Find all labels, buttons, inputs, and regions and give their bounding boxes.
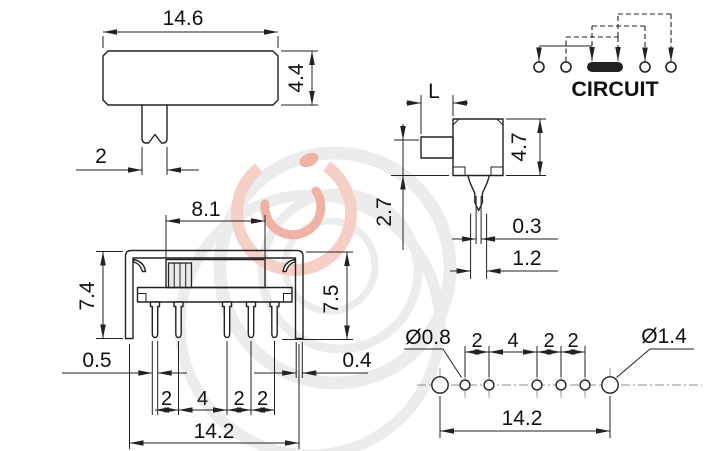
watermark-ring-outer: [213, 146, 457, 390]
watermark-red-dot: [299, 152, 319, 168]
dim-pcb-pitch-chain: 2 4 2 2: [464, 330, 586, 377]
dim-pcb-small-hole: Ø0.8: [404, 326, 462, 378]
dim-front-pitch-2: 4: [197, 388, 208, 410]
watermark-logo: [174, 146, 457, 451]
watermark-red-swirl: [260, 186, 326, 240]
dim-front-pitch-1: 2: [161, 388, 172, 410]
top-view-body-outline: [102, 50, 279, 106]
dim-pcb-pitch-1: 2: [471, 330, 482, 352]
dim-pcb-pitch-4: 2: [567, 330, 578, 352]
dim-side-body-height-label: 4.7: [508, 132, 531, 161]
dim-pcb-pitch-2: 4: [507, 330, 518, 352]
dim-front-height-right: 7.5: [282, 251, 353, 340]
dim-front-span: 14.2: [129, 344, 300, 449]
side-pin: [467, 174, 490, 212]
side-body: [452, 118, 504, 177]
top-view-actuator: [141, 104, 168, 144]
pcb-pin-hole-3: [531, 379, 543, 391]
front-knob-ridges: [173, 263, 187, 288]
side-actuator: [420, 136, 454, 159]
top-view-corner-notches: [102, 50, 279, 106]
dim-side-terminal-width-label: 1.2: [512, 247, 541, 270]
circuit-connection-solid: [536, 45, 595, 62]
circuit-terminal-1: [533, 61, 545, 73]
dim-side-terminal-thickness: 0.3: [452, 215, 558, 242]
dim-pcb-pitch-3: 2: [543, 330, 554, 352]
pcb-pin-hole-2: [483, 379, 495, 391]
pcb-mount-hole-left: [431, 376, 449, 394]
dim-front-span-label: 14.2: [194, 420, 235, 443]
dim-pcb-span-label: 14.2: [502, 407, 543, 430]
side-body-steps: [453, 166, 503, 176]
dim-front-body-width: 8.1: [165, 198, 266, 258]
dim-front-bracket-thickness: 0.4: [254, 342, 372, 378]
top-view: 14.6 4.4 2: [76, 7, 318, 175]
pcb-mount-hole-right: [601, 376, 619, 394]
front-base: [136, 286, 293, 303]
dim-front-body-width-label: 8.1: [191, 198, 220, 221]
front-bracket-hook-left: [132, 258, 147, 273]
dim-front-pitch-4: 2: [257, 388, 268, 410]
dim-pcb-large-hole: Ø1.4: [616, 325, 694, 378]
dim-front-height-left: 7.4: [76, 251, 123, 339]
dim-top-width: 14.6: [102, 7, 279, 48]
front-pin-2: [173, 301, 184, 339]
dim-side-terminal-width: 1.2: [450, 247, 558, 274]
front-base-steps: [137, 293, 292, 302]
front-bracket-outline: [124, 249, 304, 340]
circuit-diagram: CIRCUIT: [533, 13, 677, 101]
dim-front-pitch-chain: 2 4 2 2: [155, 341, 275, 415]
dim-top-width-label: 14.6: [163, 7, 204, 30]
front-pin-5: [269, 301, 280, 339]
dim-side-actuator-height-label: 2.7: [373, 197, 396, 226]
dim-side-actuator-height: 2.7: [373, 124, 449, 250]
dim-side-terminal-thickness-label: 0.3: [512, 215, 541, 238]
front-pin-4: [245, 301, 257, 339]
front-pin-1: [149, 301, 161, 339]
dim-top-actuator-width: 2: [76, 145, 199, 175]
pcb-pin-hole-5: [579, 379, 591, 391]
pcb-pin-hole-1: [459, 379, 471, 391]
dim-side-actuator-length-label: L: [428, 80, 440, 103]
dim-pcb-small-hole-label: Ø0.8: [405, 326, 451, 349]
dim-pcb-large-hole-label: Ø1.4: [641, 325, 687, 348]
dim-front-height-right-label: 7.5: [320, 284, 343, 313]
dim-top-height-label: 4.4: [285, 63, 308, 93]
front-view: 8.1 7.4 7.5 0.5: [62, 198, 372, 449]
pcb-pin-hole-4: [555, 379, 567, 391]
dim-pcb-span: 14.2: [439, 396, 611, 438]
circuit-label: CIRCUIT: [571, 77, 658, 101]
dim-front-terminal-width-label: 0.5: [82, 349, 111, 372]
dim-front-height-left-label: 7.4: [76, 281, 99, 311]
side-body-corner-notches: [452, 118, 504, 126]
front-pin-3: [221, 301, 233, 339]
side-pin-extension-lines: [470, 196, 488, 279]
circuit-connection-dashed-3: [617, 13, 674, 62]
dim-front-terminal-width: 0.5: [62, 341, 187, 415]
dim-front-pitch-3: 2: [233, 388, 244, 410]
dim-front-bracket-thickness-label: 0.4: [342, 349, 372, 372]
circuit-terminal-4: [639, 61, 651, 73]
dim-top-height: 4.4: [281, 50, 318, 106]
circuit-common-contact: [587, 62, 623, 72]
pcb-layout: 2 4 2 2 Ø0.8 Ø1.4 14.2: [404, 325, 702, 438]
dim-top-actuator-width-label: 2: [95, 145, 107, 168]
front-bracket-inner: [124, 257, 304, 340]
side-view: L 4.7 2.7 0.3 1.2: [373, 80, 558, 279]
dim-side-body-height: 4.7: [506, 118, 546, 176]
circuit-terminal-2: [560, 61, 572, 73]
dim-side-actuator-length: L: [406, 80, 468, 134]
front-bracket-hook-right: [282, 258, 296, 273]
circuit-terminal-5: [665, 61, 677, 73]
